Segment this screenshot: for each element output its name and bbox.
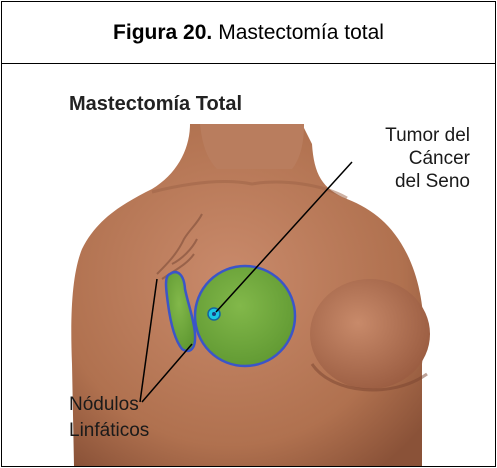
tumor-label-line-2: Cáncer: [342, 147, 470, 170]
figure-caption: Figura 20. Mastectomía total: [2, 2, 495, 64]
lymph-nodes-label-line-1: Nódulos: [69, 392, 149, 418]
lymph-nodes-label-line-2: Linfáticos: [69, 418, 149, 444]
figure-caption-text: Mastectomía total: [218, 21, 384, 45]
intact-breast: [310, 279, 430, 389]
tumor-label: Tumor del Cáncer del Seno: [342, 124, 470, 193]
neck: [200, 124, 304, 169]
lymph-nodes-label: Nódulos Linfáticos: [69, 392, 149, 444]
tumor-label-line-1: Tumor del: [342, 124, 470, 147]
diagram-title: Mastectomía Total: [69, 93, 242, 116]
illustration-area: Mastectomía Total Tumor del Cáncer del S…: [2, 64, 495, 466]
figure-number: Figura 20.: [113, 21, 212, 45]
tumor-label-line-3: del Seno: [342, 170, 470, 193]
tumor-core: [212, 312, 216, 316]
